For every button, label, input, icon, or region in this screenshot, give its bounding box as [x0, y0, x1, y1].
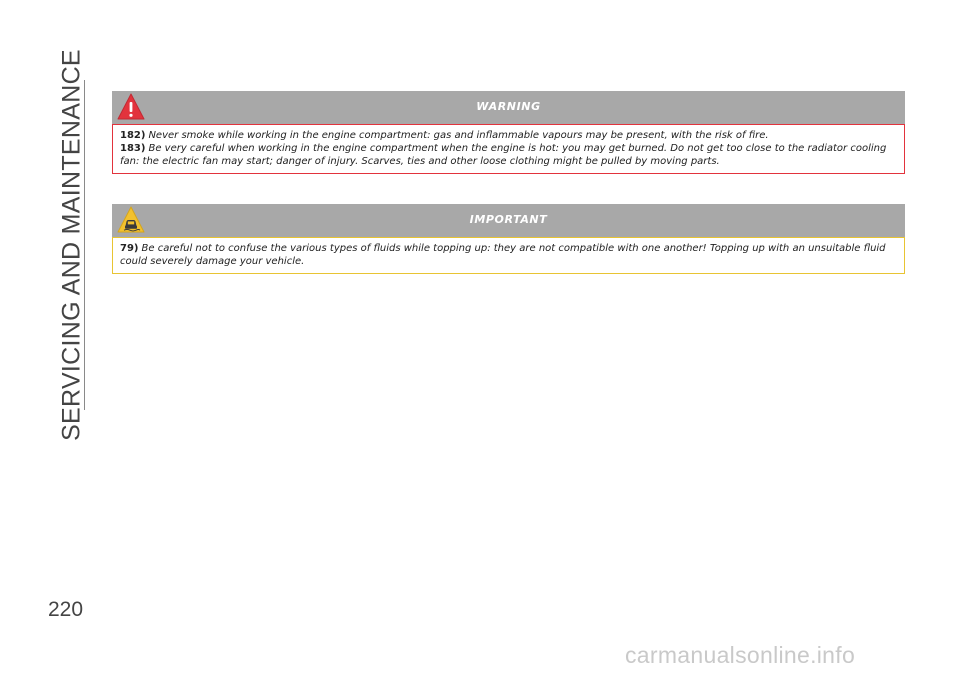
important-header: IMPORTANT: [112, 204, 905, 237]
warning-note: 182)Never smoke while working in the eng…: [120, 129, 896, 142]
note-number: 183): [120, 143, 146, 154]
section-title: SERVICING AND MAINTENANCE: [52, 49, 92, 441]
section-divider: [84, 80, 85, 410]
page-number: 220: [48, 598, 84, 621]
important-title: IMPORTANT: [469, 213, 548, 226]
section-title-text: SERVICING AND MAINTENANCE: [57, 49, 86, 441]
warning-title: WARNING: [476, 100, 541, 113]
important-body: 79)Be careful not to confuse the various…: [112, 237, 905, 274]
note-number: 79): [120, 243, 139, 254]
warning-body: 182)Never smoke while working in the eng…: [112, 124, 905, 174]
note-number: 182): [120, 130, 146, 141]
note-text: Be careful not to confuse the various ty…: [120, 243, 886, 267]
warning-panel: WARNING 182)Never smoke while working in…: [112, 91, 905, 174]
watermark: carmanualsonline.info: [625, 642, 856, 668]
important-note: 79)Be careful not to confuse the various…: [120, 242, 896, 268]
warning-header: WARNING: [112, 91, 905, 124]
warning-note: 183)Be very careful when working in the …: [120, 142, 896, 168]
car-caution-icon: [117, 206, 145, 233]
note-text: Be very careful when working in the engi…: [120, 143, 887, 167]
warning-triangle-icon: [117, 93, 145, 120]
note-text: Never smoke while working in the engine …: [148, 130, 769, 141]
important-panel: IMPORTANT 79)Be careful not to confuse t…: [112, 204, 905, 274]
